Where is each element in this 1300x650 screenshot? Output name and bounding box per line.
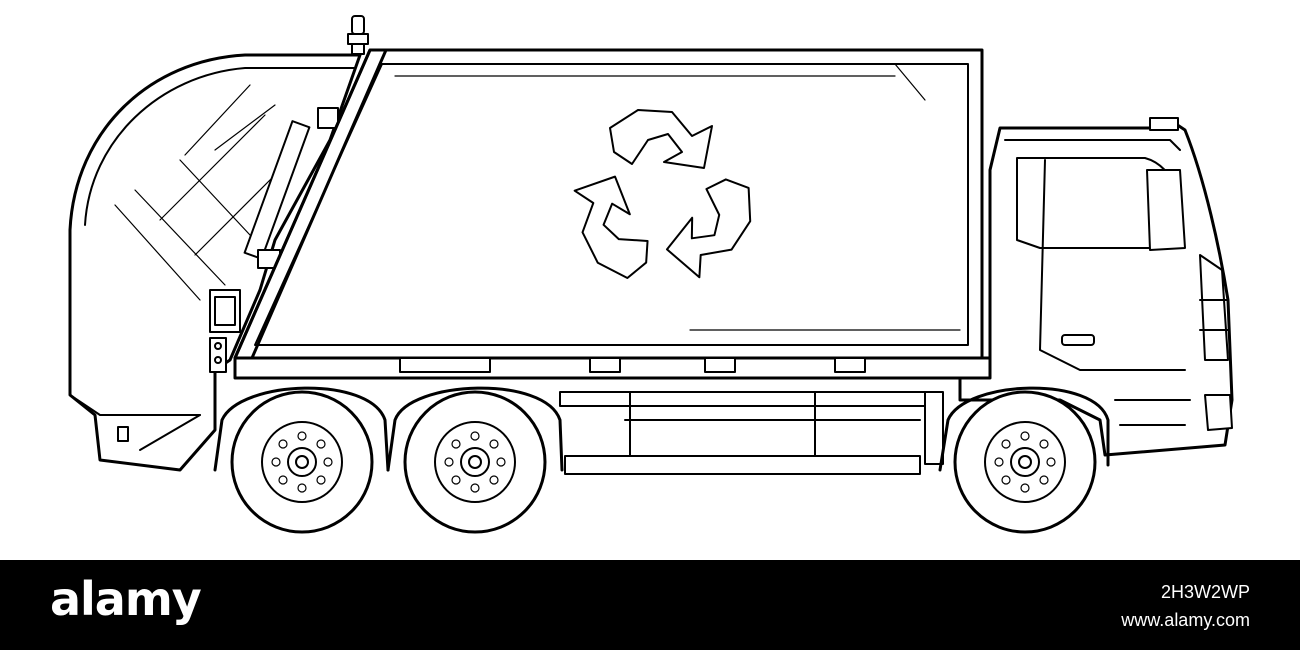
truck-cab [958, 117, 1234, 457]
garbage-truck-drawing [68, 15, 1234, 534]
fenders [213, 386, 1110, 472]
rear-loader [68, 53, 362, 472]
wheel-rear-1 [230, 390, 374, 534]
recycle-icon [573, 109, 752, 280]
wheel-rear-2 [403, 390, 547, 534]
garbage-truck-illustration [68, 15, 1234, 534]
image-id-label: 2H3W2WP [1160, 582, 1250, 602]
wheel-front [953, 390, 1097, 534]
chassis [233, 356, 1042, 475]
site-url-label: www.alamy.com [1121, 610, 1250, 630]
beacon-light [347, 15, 369, 55]
watermark-bar: alamy 2H3W2WP www.alamy.com [0, 560, 1300, 650]
alamy-logo: alamy [50, 572, 202, 626]
